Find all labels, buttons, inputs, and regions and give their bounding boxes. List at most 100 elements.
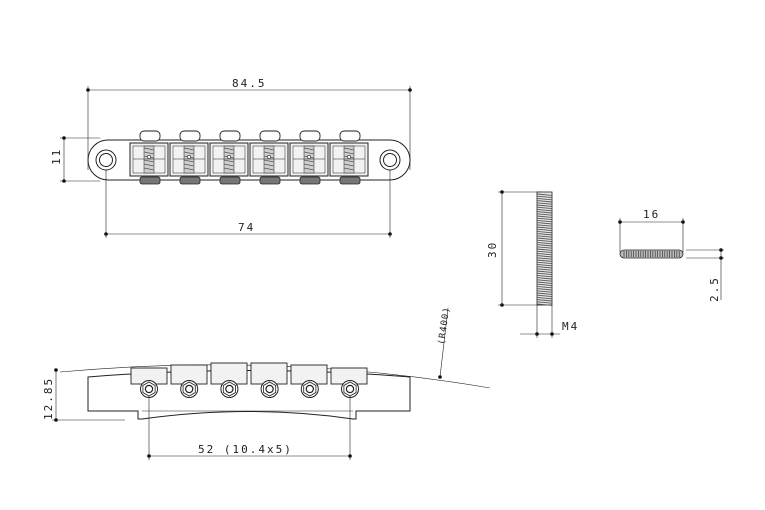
saddle-screw-thread — [343, 167, 355, 171]
saddle-screw-head — [339, 130, 361, 142]
screw-thread-line — [536, 296, 553, 300]
saddle-screw-thread — [143, 163, 155, 167]
screw-thread-line — [536, 219, 553, 223]
screw-thread-line — [536, 281, 553, 284]
side-view: (R400) 12.85 52 (10.4x5) — [42, 306, 491, 460]
screw-thread-line — [536, 246, 553, 249]
dim-height: 11 — [50, 148, 63, 165]
thumb-wheel — [619, 249, 684, 259]
dim-wheel-diameter: 16 — [643, 208, 660, 221]
wheel-knurl — [623, 251, 680, 257]
saddle-screw-thread — [343, 151, 355, 155]
hex-nut-hole — [345, 384, 355, 394]
screw-thread-line — [536, 237, 553, 240]
saddle-screw-thread — [183, 163, 195, 167]
saddle-screw-thread — [183, 167, 195, 171]
hex-nut-hole — [225, 384, 234, 394]
saddle-screw-thread — [263, 159, 275, 163]
hex-nut-hole — [305, 384, 314, 394]
saddle-screw-thread — [143, 159, 155, 163]
screw-thread-line — [536, 301, 553, 304]
dim-saddle-span: 52 (10.4x5) — [198, 443, 293, 456]
saddle-screw-shaft — [263, 145, 275, 174]
hex-nut-hole — [144, 384, 154, 394]
radius-leader — [439, 307, 449, 378]
saddle-screw-nut — [139, 176, 161, 185]
hex-nut-hole — [184, 384, 194, 394]
saddle-screw-shaft — [303, 145, 315, 174]
saddle-screw-thread — [223, 159, 235, 163]
saddle-screw-thread — [263, 151, 275, 155]
saddle-notch — [147, 155, 151, 159]
screw-thread-line — [536, 285, 553, 289]
saddle-screw-thread — [343, 147, 355, 151]
screw-thread-line — [536, 279, 553, 282]
screw-thread-line — [536, 257, 553, 260]
screw-thread-line — [536, 263, 553, 267]
saddle-screw-shaft — [143, 145, 155, 174]
screw-thread-line — [536, 197, 553, 201]
screw-thread-line — [536, 259, 553, 262]
screw-view: 30 M4 — [486, 190, 577, 338]
screw-thread-line — [536, 193, 553, 196]
screw-thread-line — [536, 268, 553, 271]
saddle-screw-thread — [223, 163, 235, 167]
screw-thread-line — [536, 274, 553, 278]
screw-thread-line — [536, 244, 553, 247]
saddle-notch — [227, 155, 231, 159]
screw-thread-line — [536, 208, 553, 212]
saddle-screw-shaft — [223, 145, 235, 174]
screw-thread-line — [536, 250, 553, 254]
saddle-screw-nut — [179, 176, 201, 185]
screw-thread-line — [536, 222, 553, 225]
screw-thread-line — [536, 241, 553, 245]
saddle-screw-thread — [263, 167, 275, 171]
saddle-screw-head — [299, 130, 321, 142]
saddle-screw-thread — [223, 151, 235, 155]
screw-thread-line — [536, 204, 553, 207]
screw-thread-line — [536, 200, 553, 203]
hex-nut-hole — [265, 384, 274, 394]
screw-thread-line — [536, 270, 553, 273]
screw-thread-line — [536, 261, 553, 265]
screw-thread-line — [536, 224, 553, 227]
screw-thread-line — [536, 226, 553, 229]
saddle-screw-nut — [339, 176, 361, 185]
saddle-screw-thread — [263, 147, 275, 151]
saddle-notch — [267, 155, 271, 159]
top-view: 84.5 11 74 — [50, 77, 412, 238]
saddle-screw-thread — [263, 163, 275, 167]
saddle-screw-thread — [303, 147, 315, 151]
screw-thread-line — [536, 239, 553, 243]
screw-thread-line — [536, 206, 553, 210]
screw-thread-line — [536, 195, 553, 199]
saddle-screw-thread — [143, 151, 155, 155]
saddle-screw-thread — [143, 167, 155, 171]
dim-stud-spacing: 74 — [238, 221, 255, 234]
saddle-screw-nut — [259, 176, 281, 185]
saddle-screw-nut — [299, 176, 321, 185]
screw-thread-line — [536, 255, 553, 258]
dim-wheel-thickness: 2.5 — [708, 276, 721, 302]
saddle-screw-head — [139, 130, 161, 142]
saddle-screw-thread — [223, 147, 235, 151]
screw-thread-line — [536, 228, 553, 232]
screw-thread-line — [536, 211, 553, 214]
screw-thread-line — [536, 217, 553, 221]
saddle-notch — [347, 155, 351, 159]
saddle-screw-thread — [223, 167, 235, 171]
screw-body — [536, 191, 553, 306]
saddle-screw-shaft — [343, 145, 355, 174]
screw-thread-line — [536, 230, 553, 234]
top-saddles — [129, 130, 369, 185]
screw-thread-line — [536, 213, 553, 216]
screw-thread-line — [536, 272, 553, 276]
screw-thread-line — [536, 290, 553, 293]
screw-thread-line — [536, 303, 553, 306]
screw-thread-line — [536, 202, 553, 205]
screw-thread-line — [536, 266, 553, 269]
screw-thread — [536, 193, 553, 306]
saddle-screw-thread — [183, 147, 195, 151]
